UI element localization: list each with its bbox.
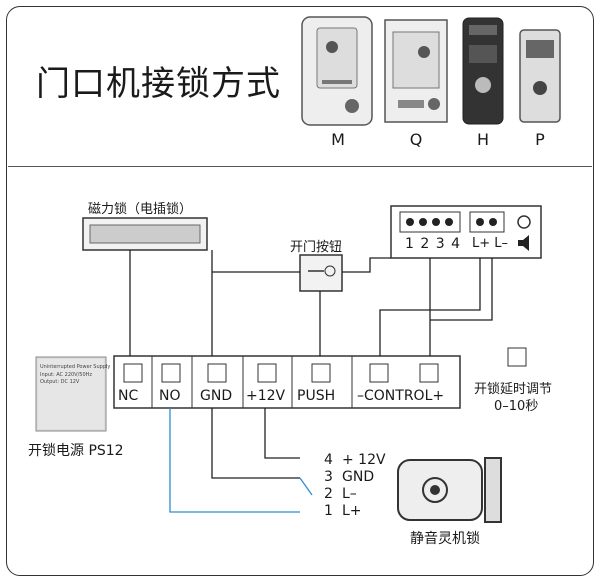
psu-box-output: Output: DC 12V xyxy=(40,379,80,385)
wire-12v xyxy=(264,408,300,459)
psu-box-title: Uninterrupted Power Supply xyxy=(40,364,111,370)
terminal-12v: +12V xyxy=(246,388,286,404)
lock-wire-1-label: L+ xyxy=(342,503,362,519)
lock-wire-4-num: 4 xyxy=(324,452,333,468)
power-supply-label: 开锁电源 PS12 xyxy=(28,443,124,459)
connector-pins-left: 1 2 3 4 xyxy=(405,236,461,252)
model-label-m: M xyxy=(331,130,345,149)
maglock-label: 磁力锁（电插锁） xyxy=(88,202,193,217)
section-divider xyxy=(8,166,592,167)
maglock-device xyxy=(82,217,208,251)
lock-wire-1-num: 1 xyxy=(324,503,333,519)
silent-lock-device xyxy=(397,457,502,523)
terminal-nc: NC xyxy=(118,388,139,404)
lock-wire-4-label: + 12V xyxy=(342,452,386,468)
model-label-p: P xyxy=(535,130,545,149)
page-title: 门口机接锁方式 xyxy=(36,64,281,104)
delay-range: 0–10秒 xyxy=(494,399,539,414)
terminal-gnd: GND xyxy=(200,388,233,404)
model-label-q: Q xyxy=(409,130,423,149)
silent-lock-label: 静音灵机锁 xyxy=(410,531,480,547)
wire-gnd xyxy=(211,408,300,479)
power-supply-device xyxy=(35,356,107,432)
delay-adjust-screw xyxy=(507,347,527,367)
model-h-image xyxy=(462,17,504,125)
model-m-image xyxy=(301,16,373,126)
lock-wire-2-label: L– xyxy=(342,486,357,502)
wire-l-minus xyxy=(299,477,313,496)
model-p-image xyxy=(519,29,561,123)
connector-pins-right: L+ L– xyxy=(472,236,509,251)
lock-wire-3-num: 3 xyxy=(324,469,333,485)
terminal-push: PUSH xyxy=(297,388,336,404)
exit-button-device xyxy=(299,254,343,292)
model-label-h: H xyxy=(476,130,490,149)
terminal-control: –CONTROL+ xyxy=(357,388,445,404)
lock-wire-2-num: 2 xyxy=(324,486,333,502)
terminal-screws xyxy=(123,363,439,383)
psu-box-input: Input: AC 220V/50Hz xyxy=(40,372,93,378)
dark-wires xyxy=(129,250,493,356)
model-q-image xyxy=(384,19,448,123)
intercom-models xyxy=(301,16,561,126)
lock-wire-3-label: GND xyxy=(342,469,375,485)
exit-button-label: 开门按钮 xyxy=(290,240,343,255)
wire-l-plus xyxy=(169,408,300,513)
delay-label: 开锁延时调节 xyxy=(474,382,553,397)
indoor-connector-box xyxy=(390,205,542,259)
terminal-no: NO xyxy=(159,388,181,404)
